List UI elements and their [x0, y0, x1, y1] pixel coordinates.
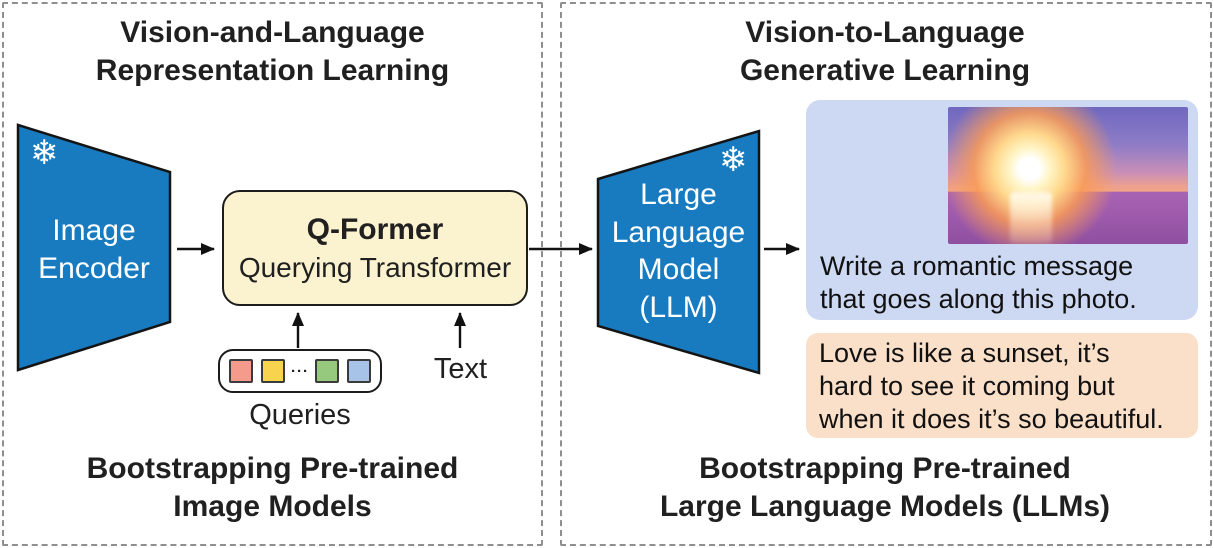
image-encoder-trapezoid	[16, 123, 172, 372]
llm-label: Large Language Model (LLM)	[611, 178, 746, 324]
left-panel-caption: Bootstrapping Pre-trained Image Models	[86, 452, 459, 523]
response-text: Love is like a sunset, it’s hard to see …	[819, 338, 1164, 435]
left-panel-title: Vision-and-Language Representation Learn…	[95, 16, 450, 87]
query-token-2	[261, 359, 285, 383]
qformer-title: Q-Former	[306, 212, 444, 246]
right-panel-title: Vision-to-Language Generative Learning	[739, 16, 1031, 87]
query-token-4	[347, 359, 371, 383]
prompt-bubble: Write a romantic message that goes along…	[806, 100, 1198, 320]
qformer-subtitle: Querying Transformer	[238, 251, 512, 283]
prompt-text: Write a romantic message that goes along…	[820, 251, 1137, 315]
ellipsis-dots: ···	[291, 362, 309, 380]
sun-reflection	[1010, 192, 1052, 244]
generative-learning-panel	[560, 2, 1212, 546]
llm-trapezoid	[596, 129, 761, 375]
snowflake-icon: ❄	[30, 134, 59, 172]
qformer-box: Q-Former Querying Transformer	[222, 190, 528, 306]
query-token-1	[229, 359, 253, 383]
right-panel-caption: Bootstrapping Pre-trained Large Language…	[659, 452, 1111, 523]
representation-learning-panel	[2, 2, 543, 546]
query-token-3	[315, 359, 339, 383]
sunset-photo	[948, 107, 1188, 244]
text-input-label: Text	[433, 353, 488, 385]
queries-container: ···	[218, 349, 382, 393]
image-encoder-label: Image Encoder	[38, 214, 150, 285]
response-bubble: Love is like a sunset, it’s hard to see …	[806, 333, 1198, 438]
snowflake-icon: ❄	[719, 141, 748, 179]
queries-label: Queries	[249, 399, 351, 431]
